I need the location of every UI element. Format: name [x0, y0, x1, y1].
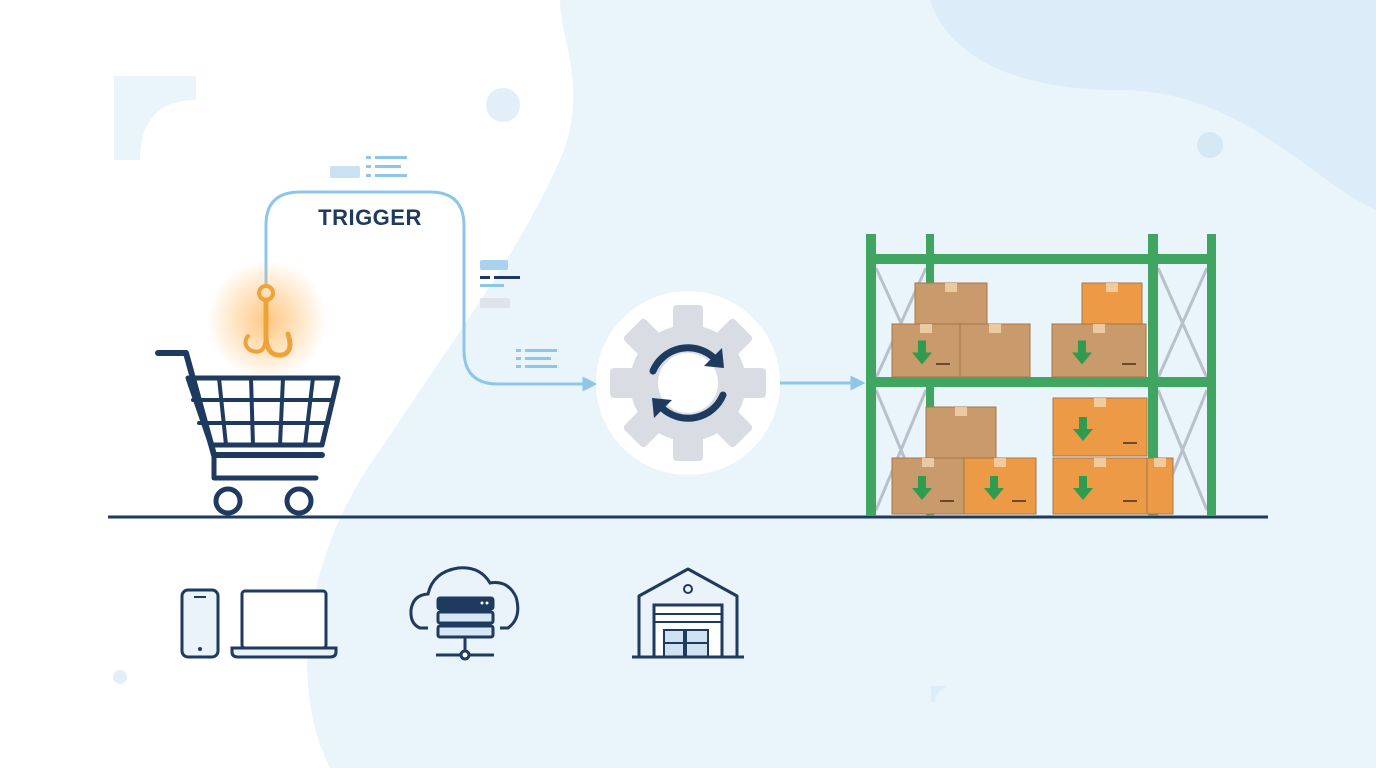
hook-icon — [207, 260, 327, 380]
background-corner-shape — [931, 686, 947, 702]
data-packet-middle — [480, 260, 520, 308]
laptop-icon — [230, 589, 338, 659]
box-stack — [891, 282, 1174, 515]
warehouse-icon — [632, 567, 744, 659]
background-dot — [1197, 132, 1223, 158]
down-arrow-icon — [1073, 417, 1093, 441]
background-blob-top-right — [930, 0, 1376, 210]
box — [1146, 457, 1174, 515]
box — [959, 323, 1031, 378]
down-arrow-icon — [1072, 340, 1092, 365]
box — [1052, 457, 1148, 515]
phone-icon — [180, 588, 220, 659]
background-dot — [486, 88, 520, 122]
gear-sync-icon — [596, 291, 780, 475]
cloud-server-icon — [409, 566, 520, 661]
trigger-label: TRIGGER — [318, 205, 422, 230]
box — [963, 457, 1037, 515]
box — [925, 406, 997, 460]
down-arrow-icon — [912, 476, 932, 500]
box — [1052, 397, 1148, 457]
data-packet-top — [330, 156, 407, 178]
trigger-flow-path — [264, 190, 598, 392]
down-arrow-icon — [984, 476, 1004, 500]
box — [914, 282, 988, 326]
background-dot — [113, 670, 127, 684]
shopping-cart-icon — [155, 350, 341, 516]
box — [1081, 282, 1143, 326]
box — [891, 457, 965, 515]
background-corner-shape — [114, 76, 196, 160]
down-arrow-icon — [1073, 476, 1093, 500]
shelf-boxes-icon — [866, 234, 1216, 516]
box — [891, 323, 961, 378]
data-packet-lower — [516, 349, 557, 368]
down-arrow-icon — [912, 340, 932, 365]
box — [1051, 323, 1147, 378]
